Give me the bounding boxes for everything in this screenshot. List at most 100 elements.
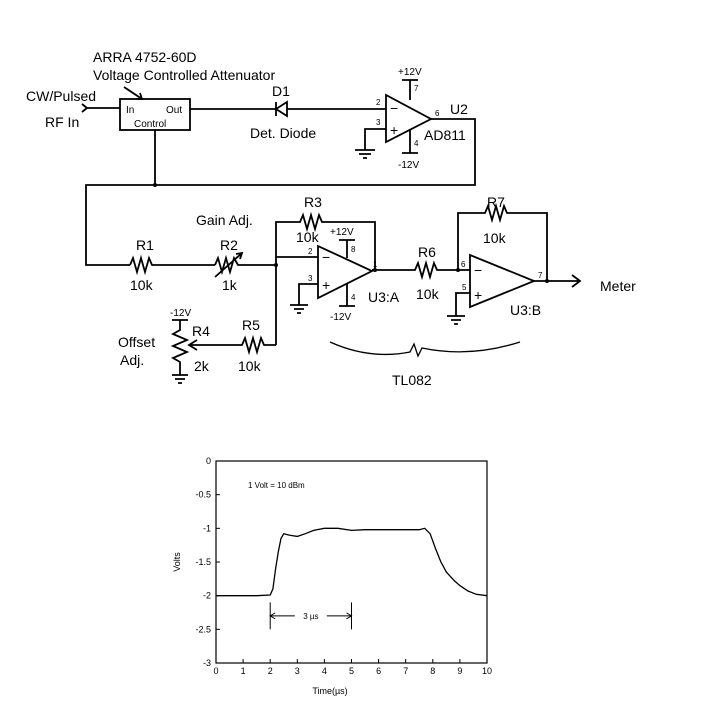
r2-desc: Gain Adj. xyxy=(196,212,253,228)
y-axis-label: Volts xyxy=(172,552,182,572)
r7-name: R7 xyxy=(487,194,505,210)
x-tick-label: 0 xyxy=(213,666,218,676)
diode-d1-icon xyxy=(190,100,386,118)
rf-input-connector-icon xyxy=(81,103,120,113)
u3b-pin7: 7 xyxy=(538,271,543,280)
u3a-name: U3:A xyxy=(368,289,400,305)
meter-label: Meter xyxy=(600,278,636,294)
resistor-r7-icon xyxy=(457,202,548,281)
r5-value: 10k xyxy=(238,358,262,374)
r3-name: R3 xyxy=(304,194,322,210)
tl082-label: TL082 xyxy=(392,372,432,388)
r4-supply: -12V xyxy=(170,308,191,319)
ground-icon xyxy=(355,128,386,159)
u3b-pin6: 6 xyxy=(461,260,466,269)
span-arrow-icon xyxy=(269,612,353,620)
schematic: ARRA 4752-60D Voltage Controlled Attenua… xyxy=(26,49,636,388)
y-tick-label: -2.5 xyxy=(195,624,211,634)
box-control-label: Control xyxy=(134,119,166,130)
pointer-arrow-icon xyxy=(123,86,144,100)
box-in-label: In xyxy=(126,105,134,116)
r6-name: R6 xyxy=(418,244,436,260)
x-tick-label: 10 xyxy=(482,666,492,676)
u2-vminus: -12V xyxy=(398,160,419,171)
x-tick-label: 1 xyxy=(241,666,246,676)
y-tick-label: -1 xyxy=(203,523,211,533)
attenuator-part-label: ARRA 4752-60D xyxy=(93,49,197,65)
d1-name: D1 xyxy=(272,83,290,99)
y-tick-label: -0.5 xyxy=(195,490,211,500)
x-tick-label: 8 xyxy=(430,666,435,676)
u2-pin4: 4 xyxy=(414,139,419,148)
x-tick-label: 9 xyxy=(457,666,462,676)
u3a-pin8: 8 xyxy=(351,245,356,254)
opamp-u3a-icon xyxy=(317,244,375,300)
r4-name: R4 xyxy=(192,323,210,339)
input-label-1: CW/Pulsed xyxy=(26,88,96,104)
tl082-brace-icon xyxy=(329,341,521,358)
u3a-pin4: 4 xyxy=(351,293,356,302)
u2-part: AD811 xyxy=(424,127,466,143)
x-tick-label: 3 xyxy=(295,666,300,676)
u2-plus: + xyxy=(390,122,398,138)
resistor-r3-icon xyxy=(275,211,376,345)
r7-value: 10k xyxy=(483,230,507,246)
control-wire xyxy=(85,118,476,266)
junction-dot xyxy=(153,183,157,187)
x-tick-label: 2 xyxy=(268,666,273,676)
r4-desc-1: Offset xyxy=(118,334,155,350)
u3a-pin2: 2 xyxy=(308,247,313,256)
r1-value: 10k xyxy=(130,277,154,293)
u3a-vplus: +12V xyxy=(330,227,354,238)
u3a-pin1: 1 xyxy=(373,260,378,269)
r2-value: 1k xyxy=(222,277,238,293)
u2-vplus: +12V xyxy=(398,67,422,78)
y-tick-label: -1.5 xyxy=(195,557,211,567)
r2-name: R2 xyxy=(220,237,238,253)
r5-name: R5 xyxy=(242,317,260,333)
input-label-2: RF In xyxy=(45,114,79,130)
potentiometer-r2-icon xyxy=(214,251,276,278)
opamp-u3b-icon xyxy=(469,253,537,309)
plot-frame xyxy=(215,460,488,664)
u2-pin2: 2 xyxy=(376,98,381,107)
chart-annotation: 1 Volt = 10 dBm xyxy=(248,481,305,490)
u2-pin6: 6 xyxy=(435,109,440,118)
u3b-plus: + xyxy=(474,287,482,303)
u3a-supply-lines xyxy=(339,239,355,307)
x-tick-label: 7 xyxy=(403,666,408,676)
resistor-r6-icon xyxy=(372,259,470,281)
u3a-plus: + xyxy=(322,277,330,293)
x-tick-label: 5 xyxy=(349,666,354,676)
span-annotation xyxy=(269,602,353,630)
u3a-minus: − xyxy=(322,249,330,265)
ground-icon xyxy=(290,283,318,314)
box-out-label: Out xyxy=(166,105,182,116)
opamp-u2-icon xyxy=(385,93,433,144)
r4-value: 2k xyxy=(194,358,210,374)
d1-desc: Det. Diode xyxy=(250,125,316,141)
y-tick-label: -2 xyxy=(203,591,211,601)
x-tick-label: 4 xyxy=(322,666,327,676)
u3b-name: U3:B xyxy=(510,302,541,318)
potentiometer-r4-icon xyxy=(170,319,190,384)
r4-desc-2: Adj. xyxy=(120,352,144,368)
output-arrow-icon xyxy=(534,274,582,288)
resistor-r5-icon xyxy=(187,334,276,356)
u3a-pin3: 3 xyxy=(308,274,313,283)
r3-value: 10k xyxy=(296,229,320,245)
x-axis-label: Time(µs) xyxy=(312,686,347,696)
ground-icon xyxy=(447,292,470,325)
u2-pin3: 3 xyxy=(376,118,381,127)
resistor-r1-icon xyxy=(129,254,215,276)
u2-minus: − xyxy=(390,100,398,116)
x-tick-label: 6 xyxy=(376,666,381,676)
attenuator-desc-label: Voltage Controlled Attenuator xyxy=(93,67,275,83)
u2-supply-lines xyxy=(402,79,418,154)
span-label: 3 µs xyxy=(303,612,318,621)
r1-name: R1 xyxy=(136,237,154,253)
r6-value: 10k xyxy=(416,286,440,302)
u2-pin7: 7 xyxy=(414,84,419,93)
